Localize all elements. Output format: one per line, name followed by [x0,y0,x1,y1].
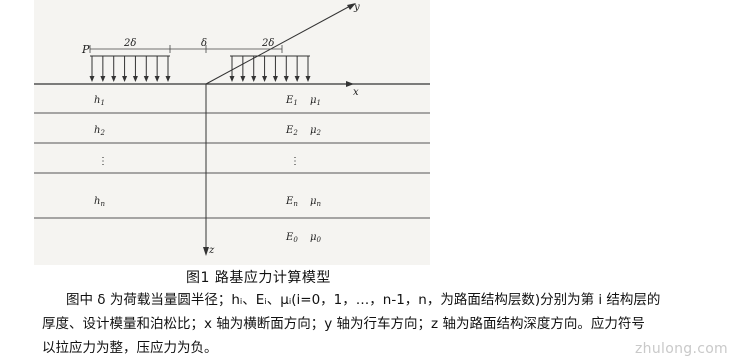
site-watermark: zhulong.com [635,341,728,357]
layer-n-labels: hn En μn [94,196,322,208]
right-load-arrow-head-icon [262,76,268,82]
left-load-arrow-head-icon [165,76,171,82]
description-paragraph: 图中 δ 为荷载当量圆半径；hᵢ、Eᵢ、μᵢ(i=0，1，…，n-1，n，为路面… [42,288,732,360]
road-stress-model-diagram: x z y P 2δ δ 2δ h1 E1 μ1 h2 [34,2,430,256]
right-load-arrows [229,56,311,82]
left-load-arrow-head-icon [143,76,149,82]
right-load-arrow-head-icon [283,76,289,82]
z-axis-arrow-icon [203,247,209,256]
layer-2-labels: h2 E2 μ2 [94,125,322,137]
left-load-arrow-head-icon [100,76,106,82]
svg-text:μ0: μ0 [310,232,322,244]
svg-text:μ1: μ1 [310,95,321,107]
span-mid-label: δ [201,38,207,49]
svg-text:⋮: ⋮ [290,156,300,167]
svg-text:⋮: ⋮ [98,156,108,167]
left-load-arrow-head-icon [89,76,95,82]
subgrade-labels: E0 μ0 [285,232,322,244]
span-left-label: 2δ [123,38,136,49]
right-load-arrow-head-icon [251,76,257,82]
right-load-arrow-head-icon [305,76,311,82]
load-label: P [81,43,90,56]
y-axis-line [205,4,353,85]
left-load-arrow-head-icon [132,76,138,82]
right-load-arrow-head-icon [240,76,246,82]
x-axis-label: x [353,87,359,98]
svg-text:h1: h1 [94,95,105,107]
svg-text:En: En [285,196,298,208]
svg-text:hn: hn [94,196,105,208]
z-axis-label: z [208,245,215,256]
y-axis-label: y [353,2,360,13]
paragraph-line-3: 以拉应力为整，压应力为负。 [42,340,218,356]
x-axis-arrow-icon [346,81,354,87]
svg-text:μ2: μ2 [310,125,322,137]
left-load-arrow-head-icon [111,76,117,82]
left-load-arrows [89,56,171,82]
paragraph-line-1: 图中 δ 为荷载当量圆半径；hᵢ、Eᵢ、μᵢ(i=0，1，…，n-1，n，为路面… [66,292,661,308]
left-load-arrow-head-icon [154,76,160,82]
y-axis-arrow-icon [347,3,356,10]
layer-1-labels: h1 E1 μ1 [94,95,321,107]
svg-text:E2: E2 [285,125,298,137]
svg-text:μn: μn [310,196,322,208]
paragraph-line-2: 厚度、设计模量和泊松比；x 轴为横断面方向；y 轴为行车方向；z 轴为路面结构深… [42,316,645,332]
left-load-arrow-head-icon [122,76,128,82]
right-load-arrow-head-icon [294,76,300,82]
figure-caption: 图1 路基应力计算模型 [186,270,331,286]
svg-text:E1: E1 [285,95,298,107]
layer-ellipsis-labels: ⋮ ⋮ [98,156,300,167]
span-right-label: 2δ [261,38,274,49]
svg-text:E0: E0 [285,232,298,244]
figure-panel: x z y P 2δ δ 2δ h1 E1 μ1 h2 [34,0,430,265]
right-load-arrow-head-icon [229,76,235,82]
right-load-arrow-head-icon [272,76,278,82]
svg-text:h2: h2 [94,125,105,137]
